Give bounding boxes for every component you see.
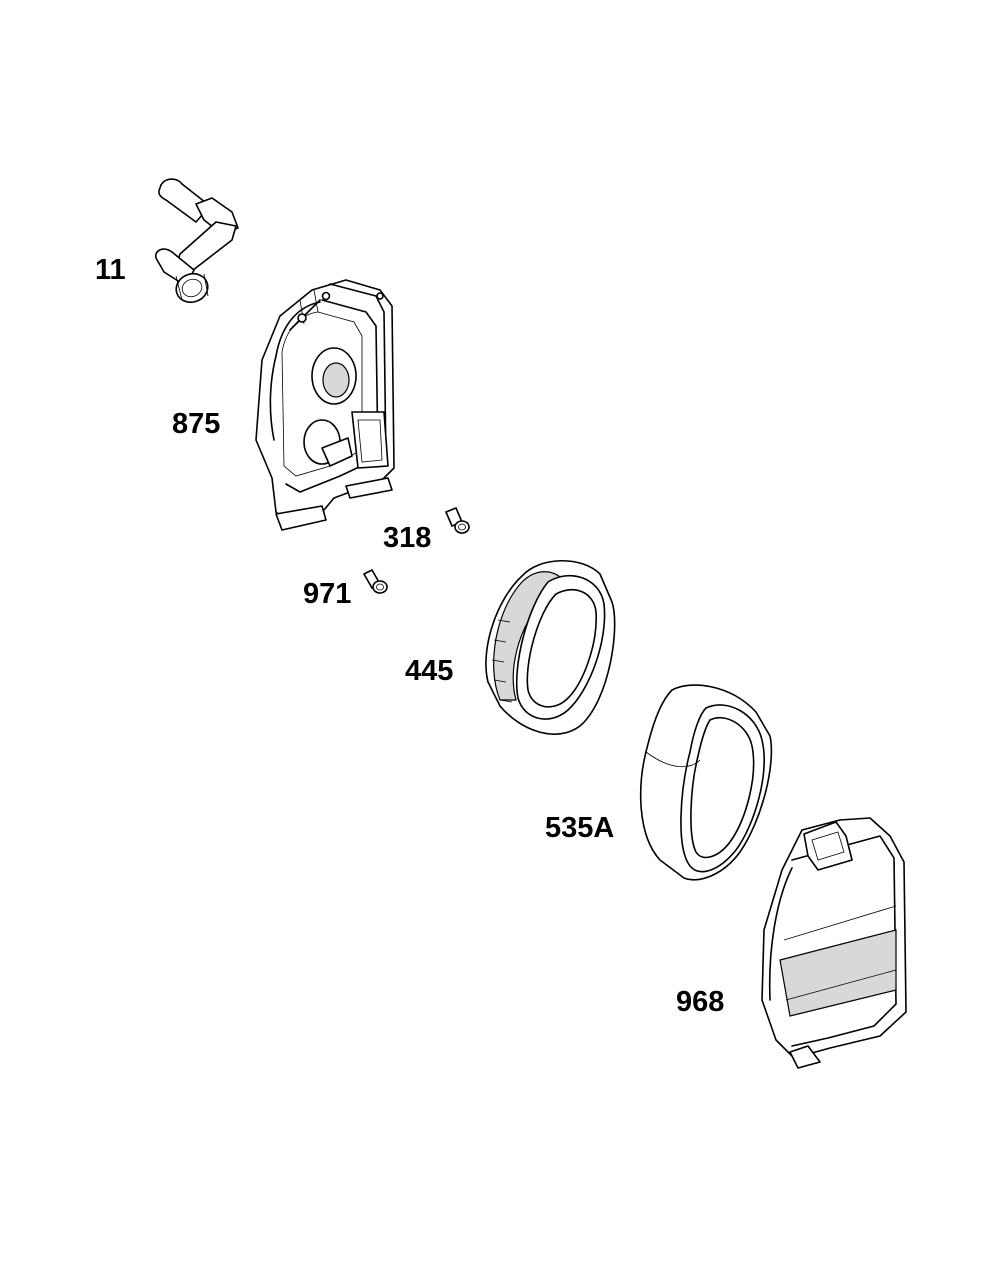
part-label-screw: 318 (383, 522, 432, 554)
part-label-air-cleaner-cover: 968 (676, 986, 725, 1018)
breather-tube-part[interactable] (154, 178, 239, 307)
part-label-air-cleaner-base: 875 (172, 408, 221, 440)
bolt-part[interactable] (363, 569, 388, 594)
part-label-breather-tube: 11 (95, 254, 126, 286)
part-label-pre-cleaner: 535A (545, 812, 615, 844)
air-filter-cartridge-part[interactable] (485, 559, 616, 735)
air-cleaner-cover-part[interactable] (761, 817, 907, 1069)
air-cleaner-base-part[interactable] (255, 279, 395, 531)
part-label-bolt: 971 (303, 578, 352, 610)
pre-cleaner-part[interactable] (639, 684, 773, 881)
part-label-air-filter-cartridge: 445 (405, 655, 454, 687)
screw-part[interactable] (445, 507, 470, 534)
